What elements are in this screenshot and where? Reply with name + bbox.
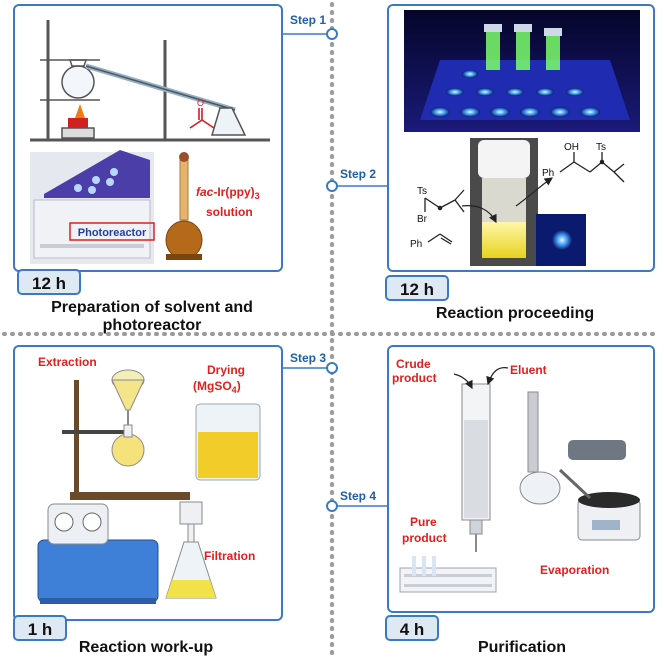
reaction-arrow-1 — [461, 205, 497, 224]
eluent-arrow — [486, 367, 509, 386]
panel-step-2: Ts Br Ph OH Ts Ph Step 2 12 — [326, 4, 655, 322]
reagent-ts: Ts — [417, 186, 427, 197]
step-2-node — [326, 180, 338, 192]
acetone-structure: O — [189, 98, 215, 129]
separatory-funnel-setup — [62, 369, 190, 500]
reactor-in-action-image — [404, 10, 640, 132]
pure-label-line2: product — [402, 531, 447, 545]
time-badge-2 — [385, 275, 449, 301]
allene-reagent — [424, 189, 465, 213]
reaction-arrow-2 — [515, 177, 553, 207]
photoreactor-label-box — [69, 222, 155, 241]
photoreactor-label: Photoreactor — [78, 227, 147, 239]
filtration-label: Filtration — [204, 549, 255, 563]
step-1-caption-line1: Preparation of solvent and — [51, 299, 253, 316]
crude-arrow — [453, 373, 473, 390]
catalyst-label-line2: solution — [206, 205, 253, 219]
crude-label-line1: Crude — [396, 357, 431, 371]
vacuum-pump — [37, 503, 159, 604]
time-badge-3 — [13, 615, 67, 641]
step-3-node — [326, 362, 338, 374]
step-1-node — [326, 28, 338, 40]
step-1-label: Step 1 — [290, 13, 326, 27]
panel-step-4: Crude product Eluent Pure product Evapor… — [326, 345, 655, 656]
evaporation-label: Evaporation — [540, 563, 609, 577]
panel-step-1: O Photoreactor fac-Ir(ppy)3 solution — [13, 4, 338, 334]
drying-label-line2: (MgSO4) — [193, 379, 241, 395]
panel-step-3: Extraction Drying (MgSO4) Filtration Ste… — [13, 345, 338, 656]
eluent-label: Eluent — [510, 363, 547, 377]
pure-label-line1: Pure — [410, 515, 437, 529]
extraction-label: Extraction — [38, 355, 97, 369]
step-2-label: Step 2 — [340, 167, 376, 181]
time-badge-2-text: 12 h — [400, 280, 434, 299]
time-badge-3-text: 1 h — [28, 620, 53, 639]
step-3-caption: Reaction work-up — [79, 639, 213, 656]
product-ts: Ts — [596, 142, 606, 153]
step-2-caption: Reaction proceeding — [436, 305, 594, 322]
rotary-evaporator — [519, 391, 641, 541]
volumetric-flask — [165, 152, 203, 260]
step-1-caption-line2: photoreactor — [103, 317, 202, 334]
step-4-caption: Purification — [478, 639, 566, 656]
reagent-ph: Ph — [410, 239, 422, 250]
photoreactor-image: Photoreactor — [30, 150, 155, 264]
filtration-flask — [165, 501, 217, 599]
step-4-label: Step 4 — [340, 489, 376, 503]
svg-text:O: O — [197, 98, 204, 108]
product-ph: Ph — [542, 168, 554, 179]
styrene-reagent — [427, 233, 453, 245]
crude-label-line2: product — [392, 371, 437, 385]
reagent-br: Br — [417, 214, 428, 225]
time-badge-4-text: 4 h — [400, 620, 425, 639]
step-4-node — [326, 500, 338, 512]
reaction-vial-image — [470, 138, 586, 266]
drying-label-line1: Drying — [207, 363, 245, 377]
drying-beaker — [195, 403, 261, 481]
test-tube-rack — [399, 556, 497, 593]
time-badge-1 — [17, 269, 81, 295]
step-3-label: Step 3 — [290, 351, 326, 365]
product-oh: OH — [564, 142, 579, 153]
chromatography-column — [461, 383, 491, 552]
time-badge-1-text: 12 h — [32, 274, 66, 293]
catalyst-label: fac-Ir(ppy)3 — [196, 185, 260, 201]
distillation-apparatus — [30, 20, 270, 142]
time-badge-4 — [385, 615, 439, 641]
product-structure — [559, 152, 625, 183]
